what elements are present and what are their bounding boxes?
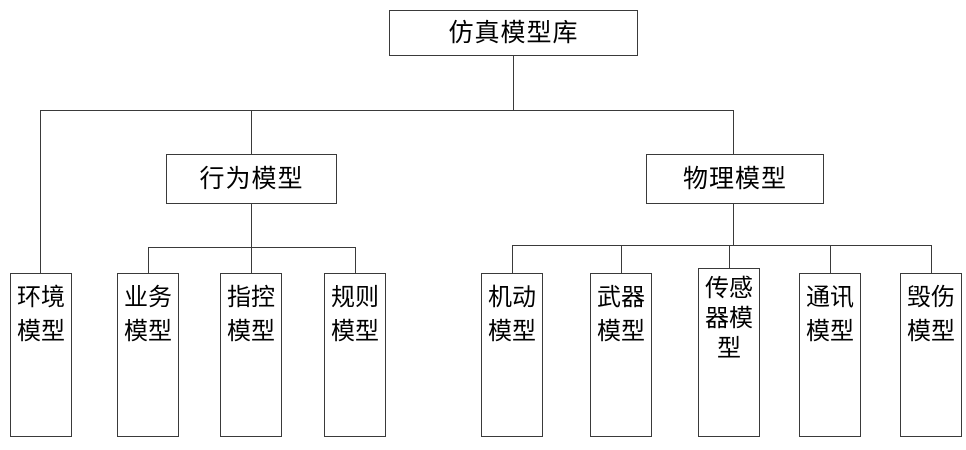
node-label: 物理模型 bbox=[682, 163, 787, 193]
node-communication-model[interactable]: 通讯模型 bbox=[799, 273, 861, 437]
node-sensor-model[interactable]: 传感器模型 bbox=[698, 268, 760, 437]
node-label: 环境模型 bbox=[17, 283, 65, 345]
node-label: 指控模型 bbox=[227, 283, 275, 345]
connector-root-bus bbox=[40, 110, 734, 111]
connector-physical-to-maneuver bbox=[512, 245, 513, 273]
connector-root-stem bbox=[513, 56, 514, 111]
node-label: 业务模型 bbox=[124, 283, 172, 345]
node-label: 行为模型 bbox=[199, 163, 304, 193]
connector-behavior-to-rule bbox=[355, 247, 356, 273]
connector-physical-to-damage bbox=[931, 245, 932, 273]
node-business-model[interactable]: 业务模型 bbox=[117, 273, 179, 437]
node-command-control-model[interactable]: 指控模型 bbox=[220, 273, 282, 437]
node-weapon-model[interactable]: 武器模型 bbox=[590, 273, 652, 437]
node-behavior-model[interactable]: 行为模型 bbox=[166, 154, 337, 204]
connector-behavior-bus bbox=[148, 247, 356, 248]
node-physical-model[interactable]: 物理模型 bbox=[646, 154, 824, 204]
node-label: 毁伤模型 bbox=[907, 283, 955, 345]
connector-physical-bus bbox=[512, 245, 932, 246]
connector-physical-to-communication bbox=[830, 245, 831, 273]
connector-behavior-stem bbox=[251, 204, 252, 247]
node-environment-model[interactable]: 环境模型 bbox=[10, 273, 72, 437]
connector-physical-to-sensor bbox=[729, 245, 730, 268]
node-label: 武器模型 bbox=[597, 283, 645, 345]
node-label: 传感器模型 bbox=[705, 274, 753, 363]
node-label: 机动模型 bbox=[488, 283, 536, 345]
node-rule-model[interactable]: 规则模型 bbox=[324, 273, 386, 437]
connector-physical-stem bbox=[733, 204, 734, 245]
connector-behavior-to-business bbox=[148, 247, 149, 273]
node-damage-model[interactable]: 毁伤模型 bbox=[900, 273, 962, 437]
connector-root-to-physical bbox=[733, 110, 734, 154]
connector-root-to-behavior bbox=[251, 110, 252, 154]
node-simulation-model-library[interactable]: 仿真模型库 bbox=[389, 10, 638, 56]
node-label: 通讯模型 bbox=[806, 283, 854, 345]
connector-behavior-to-command-control bbox=[251, 247, 252, 273]
node-label: 规则模型 bbox=[331, 283, 379, 345]
connector-root-to-environment bbox=[40, 110, 41, 273]
node-label: 仿真模型库 bbox=[448, 17, 579, 47]
connector-physical-to-weapon bbox=[621, 245, 622, 273]
node-maneuver-model[interactable]: 机动模型 bbox=[481, 273, 543, 437]
